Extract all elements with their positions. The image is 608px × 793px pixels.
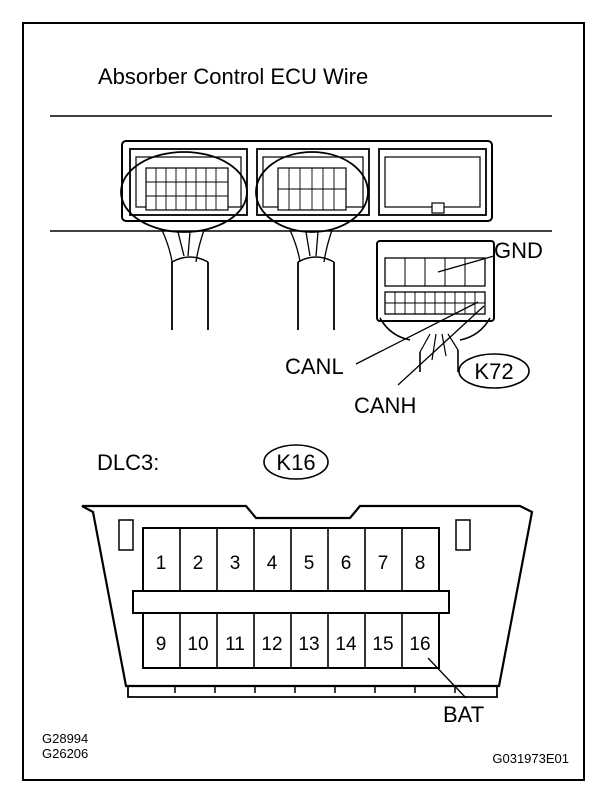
pin-9: 9 xyxy=(156,634,167,655)
connector-plug-1 xyxy=(120,151,248,330)
connector-plug-2 xyxy=(255,151,369,330)
bat-leader xyxy=(427,657,467,699)
pin-8: 8 xyxy=(415,553,426,574)
figure-id: G031973E01 xyxy=(492,751,569,766)
dlc3-label: DLC3: xyxy=(97,450,159,475)
pin-11: 11 xyxy=(225,634,245,655)
canh-label: CANH xyxy=(354,393,416,418)
dlc3-pins-top: 1 2 3 4 5 6 7 8 xyxy=(156,553,426,574)
pin-13: 13 xyxy=(298,634,319,655)
bat-label: BAT xyxy=(443,702,484,727)
dlc3-pins-bottom: 9 10 11 12 13 14 15 16 xyxy=(156,634,431,655)
diagram-title: Absorber Control ECU Wire xyxy=(98,64,368,89)
pin-6: 6 xyxy=(341,553,352,574)
dlc3-connector xyxy=(81,504,534,698)
pin-12: 12 xyxy=(261,634,282,655)
figure-code-2: G26206 xyxy=(42,746,88,761)
pin-2: 2 xyxy=(193,553,204,574)
pin-3: 3 xyxy=(230,553,241,574)
pin-7: 7 xyxy=(378,553,389,574)
pin-1: 1 xyxy=(156,553,167,574)
figure-border xyxy=(22,22,585,781)
canh-leader xyxy=(397,305,485,386)
k72-code: K72 xyxy=(474,359,513,384)
pin-14: 14 xyxy=(335,634,357,655)
gnd-leader xyxy=(437,255,495,273)
pin-16: 16 xyxy=(409,634,430,655)
pin-5: 5 xyxy=(304,553,315,574)
k16-code: K16 xyxy=(276,450,315,475)
k72-connector xyxy=(376,240,495,372)
canl-leader xyxy=(355,301,479,365)
k72-code-oval xyxy=(458,353,530,389)
figure-code-1: G28994 xyxy=(42,731,88,746)
k16-code-oval xyxy=(263,444,329,480)
gnd-label: GND xyxy=(494,238,543,263)
pin-10: 10 xyxy=(187,634,208,655)
pin-4: 4 xyxy=(267,553,278,574)
canl-label: CANL xyxy=(285,354,344,379)
pin-15: 15 xyxy=(372,634,393,655)
